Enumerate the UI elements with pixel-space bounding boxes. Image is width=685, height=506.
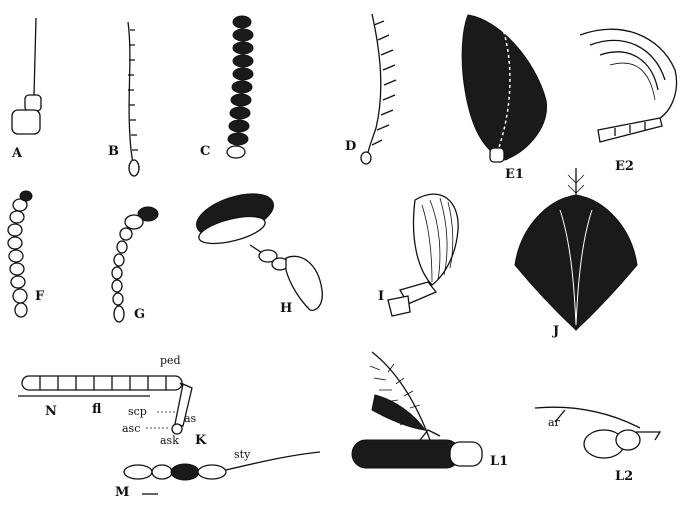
label-ped: ped [160,354,181,367]
label-scp: scp [128,405,147,418]
antenna-a: A [11,18,41,161]
antenna-c: C [200,16,253,159]
label-g: G [134,307,145,322]
label-as: as [184,412,197,425]
label-m: M [115,485,129,500]
label-n: N [45,404,57,419]
label-ask: ask [160,434,179,447]
antenna-l1: L1 [352,352,508,469]
label-f: F [35,289,45,304]
antenna-l2: ar L2 [535,407,660,484]
label-i: I [378,289,384,304]
antenna-j: J [515,168,637,339]
label-l2: L2 [615,469,633,484]
label-a: A [11,146,23,161]
label-c: C [200,144,210,159]
antenna-m: sty M [115,448,320,500]
antenna-n: N fl ped scp as asc ask K [18,354,207,448]
antenna-f: F [8,191,45,317]
antenna-e2: E2 [580,29,677,174]
label-sty: sty [234,448,251,461]
antenna-d: D [345,14,396,164]
label-flagellum: fl [92,402,102,417]
antenna-b: B [108,22,139,176]
label-h: H [280,301,292,316]
label-e1: E1 [505,167,524,182]
label-k: K [195,433,207,448]
antenna-e1: E1 [462,15,546,182]
label-e2: E2 [615,159,634,174]
label-b: B [108,144,119,159]
label-l1: L1 [490,454,508,469]
antenna-i: I [378,194,458,316]
antenna-h: H [191,186,322,316]
label-d: D [345,139,356,154]
label-j: J [552,324,559,339]
antenna-g: G [112,207,158,322]
label-asc: asc [122,422,140,435]
label-ar: ar [548,416,561,429]
